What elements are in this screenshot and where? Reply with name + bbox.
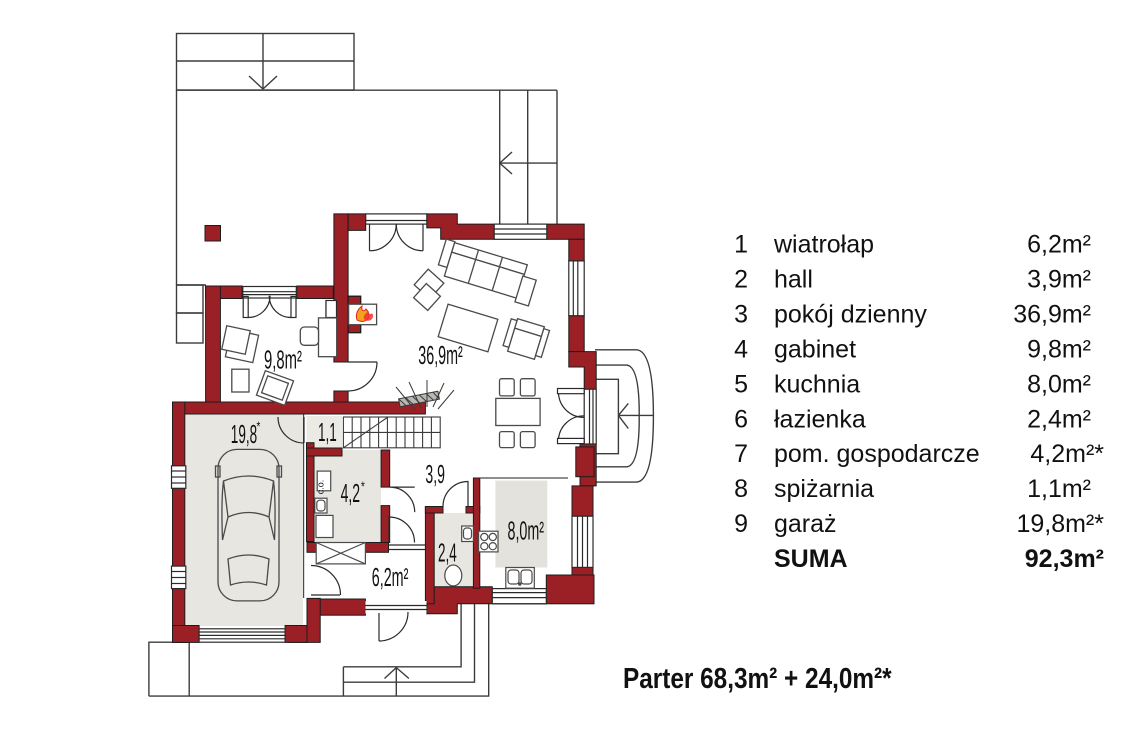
svg-text:spiżarnia: spiżarnia <box>774 475 874 503</box>
svg-text:SUMA: SUMA <box>774 545 848 573</box>
svg-text:6,2m²: 6,2m² <box>372 564 409 593</box>
svg-text:wiatrołap: wiatrołap <box>773 231 874 259</box>
svg-text:3: 3 <box>734 301 748 329</box>
svg-text:19,8: 19,8 <box>231 420 257 449</box>
svg-text:1,1m²: 1,1m² <box>1027 475 1091 503</box>
svg-text:5: 5 <box>734 371 748 399</box>
svg-text:8,0m²: 8,0m² <box>1027 371 1091 399</box>
svg-text:4: 4 <box>734 336 748 364</box>
svg-text:*: * <box>257 418 261 434</box>
svg-text:*: * <box>361 478 365 494</box>
svg-text:2,4m²: 2,4m² <box>1027 406 1091 434</box>
svg-text:c.o.: c.o. <box>316 480 326 495</box>
svg-text:1,1: 1,1 <box>318 418 337 447</box>
svg-text:pokój dzienny: pokój dzienny <box>774 301 927 329</box>
svg-text:3,9: 3,9 <box>425 461 445 490</box>
svg-text:Parter 68,3m² + 24,0m²*: Parter 68,3m² + 24,0m²* <box>623 662 892 694</box>
svg-text:8,0m²: 8,0m² <box>508 517 545 546</box>
svg-text:9: 9 <box>734 510 748 538</box>
svg-text:8: 8 <box>734 475 748 503</box>
svg-text:gabinet: gabinet <box>774 336 856 364</box>
svg-text:7: 7 <box>734 440 748 468</box>
svg-text:garaż: garaż <box>774 510 837 538</box>
svg-text:pom. gospodarcze: pom. gospodarcze <box>774 440 980 468</box>
svg-text:9,8m²: 9,8m² <box>264 346 302 374</box>
svg-text:3,9m²: 3,9m² <box>1027 266 1091 294</box>
svg-text:6: 6 <box>734 406 748 434</box>
svg-text:19,8m²*: 19,8m²* <box>1016 510 1104 538</box>
svg-text:hall: hall <box>774 266 813 294</box>
svg-text:4,2m²*: 4,2m²* <box>1030 440 1104 468</box>
svg-text:4,2: 4,2 <box>341 480 361 509</box>
svg-text:kuchnia: kuchnia <box>774 371 860 399</box>
svg-text:2,4: 2,4 <box>438 539 457 568</box>
svg-text:2: 2 <box>734 266 748 294</box>
svg-text:9,8m²: 9,8m² <box>1027 336 1091 364</box>
svg-text:92,3m²: 92,3m² <box>1025 545 1104 573</box>
svg-text:6,2m²: 6,2m² <box>1027 231 1091 259</box>
svg-text:1: 1 <box>734 231 748 259</box>
svg-text:łazienka: łazienka <box>774 406 866 434</box>
svg-text:36,9m²: 36,9m² <box>418 342 462 371</box>
svg-text:36,9m²: 36,9m² <box>1013 301 1091 329</box>
